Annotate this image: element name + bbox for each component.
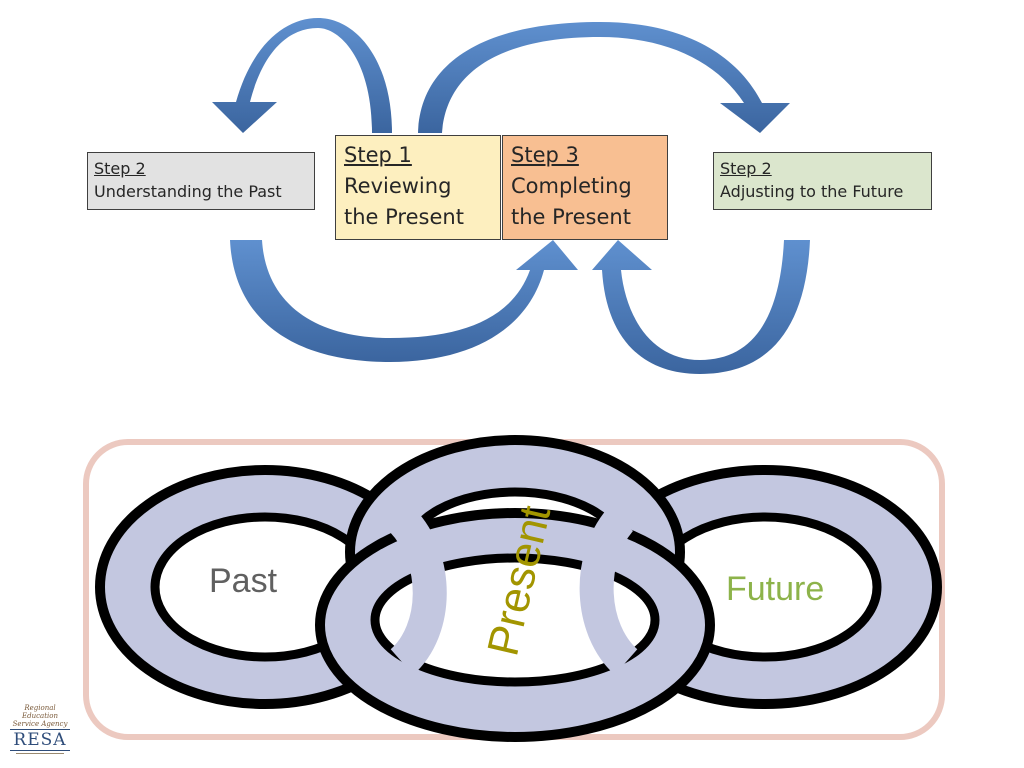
step2-past-title: Step 2 [94,159,146,178]
step3-present-text: Completing the Present [511,174,632,229]
arrow-present-to-past [212,18,392,133]
step2-future-text: Adjusting to the Future [720,182,904,201]
label-past: Past [209,562,278,600]
step2-future-box: Step 2 Adjusting to the Future [713,152,932,210]
logo-rule [16,753,64,758]
step1-present-title: Step 1 [344,143,412,167]
step2-past-box: Step 2 Understanding the Past [87,152,315,210]
resa-logo: Regional Education Service Agency RESA [6,704,74,764]
chain-link-future-overlap [579,509,639,675]
chain [95,435,942,742]
step2-past-text: Understanding the Past [94,182,282,201]
logo-line1: Regional Education [22,704,58,720]
step1-present-box: Step 1 Reviewing the Present [335,135,501,240]
step2-future-title: Step 2 [720,159,772,178]
arrow-present-to-future [418,22,790,133]
step1-present-text: Reviewing the Present [344,174,464,229]
step3-present-title: Step 3 [511,143,579,167]
step3-present-box: Step 3 Completing the Present [502,135,668,240]
label-future: Future [726,570,825,608]
curved-arrows [212,18,810,374]
logo-brand: RESA [10,729,70,751]
chain-link-past-overlap [389,508,447,675]
logo-line2: Service Agency [12,720,68,728]
arrow-future-to-present [592,240,810,374]
arrow-past-to-present [230,240,578,362]
